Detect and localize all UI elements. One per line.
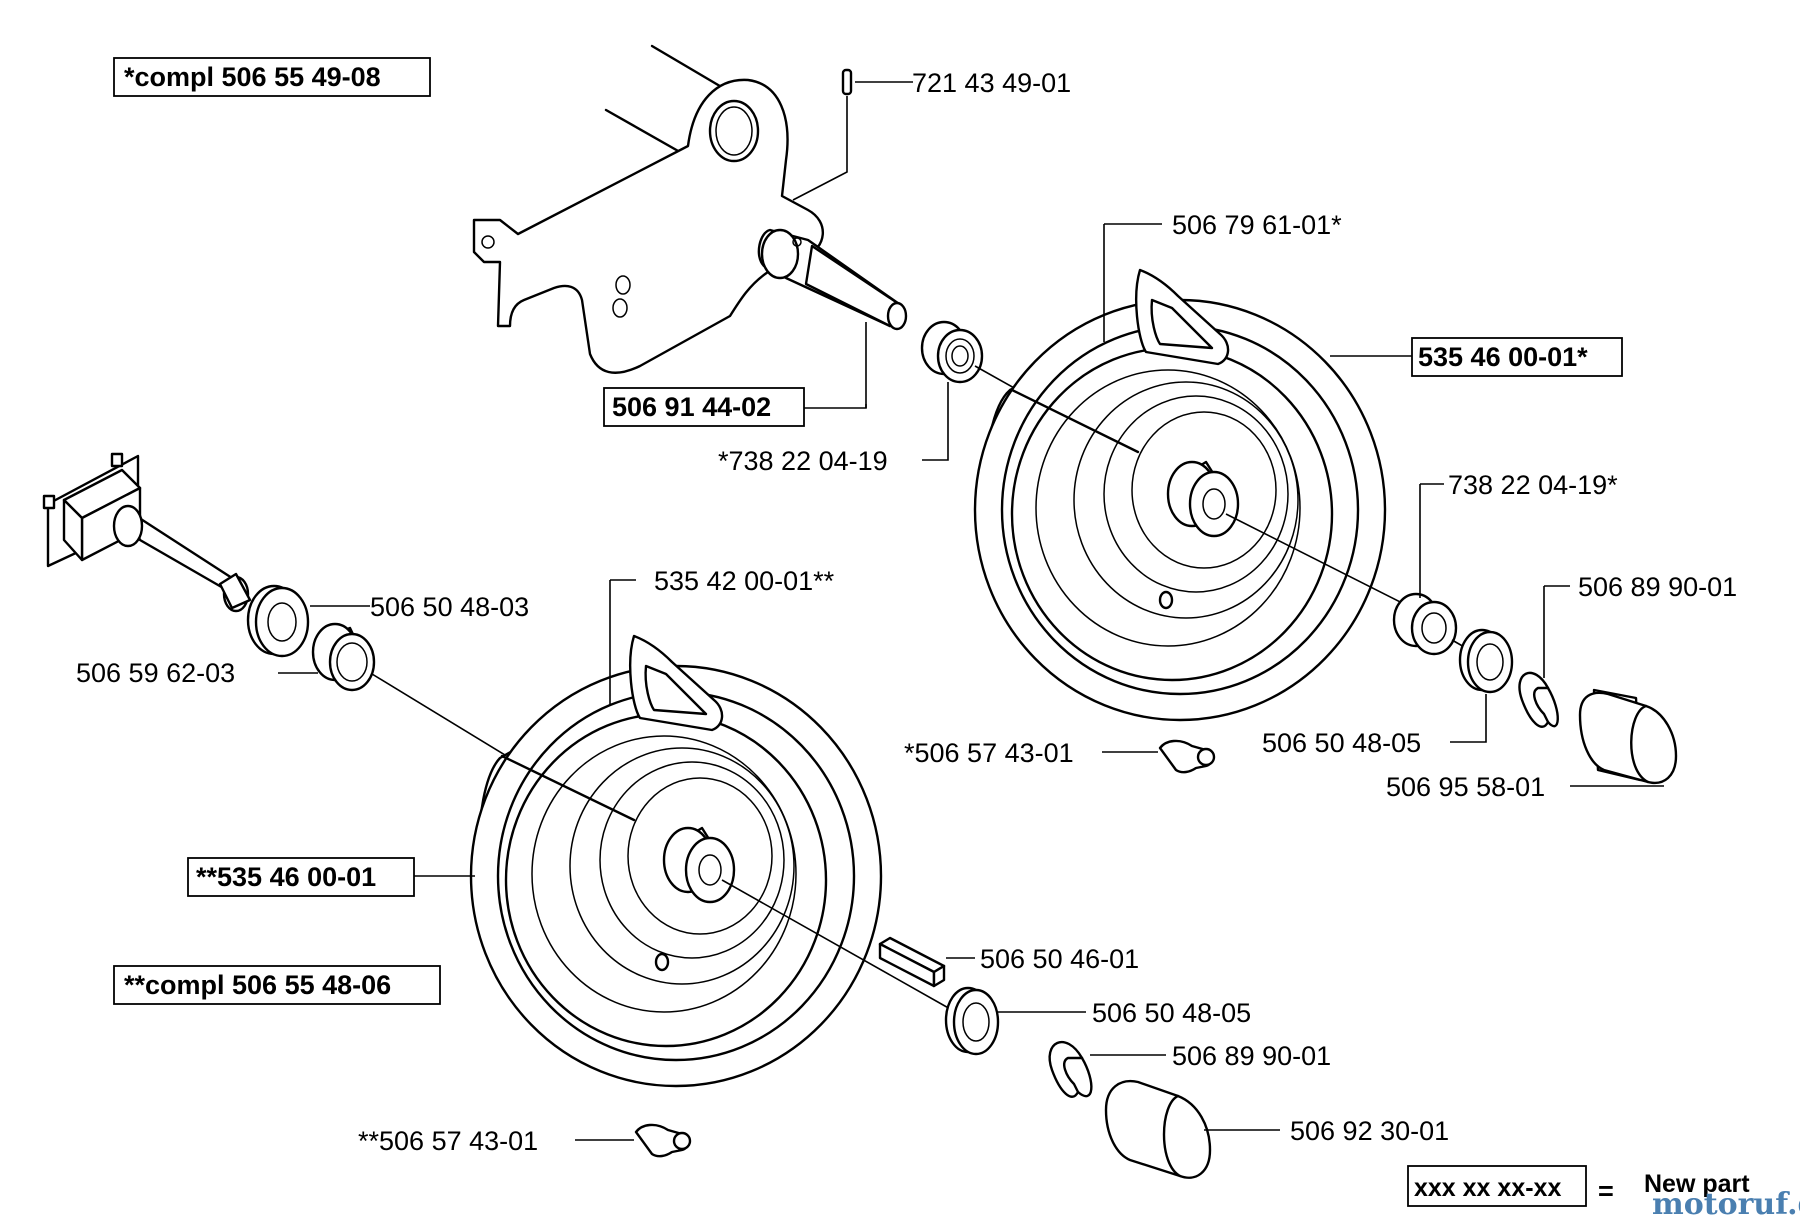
valve-lower-drawing (634, 1123, 692, 1158)
legend-box (1407, 1165, 1587, 1207)
label-valve-upper: *506 57 43-01 (904, 738, 1074, 768)
label-compl-upper: *compl 506 55 49-08 (124, 62, 381, 92)
bearing-upper-outer-drawing (1392, 592, 1458, 656)
label-bearing-upper-outer: 738 22 04-19* (1448, 470, 1618, 500)
axle-lower-drawing (42, 452, 252, 613)
label-ring-lower: 506 89 90-01 (1172, 1041, 1331, 1071)
wheel-upper-drawing (973, 268, 1387, 722)
legend-text: New part (1644, 1170, 1750, 1198)
label-bushing-lower: 506 59 62-03 (76, 658, 235, 688)
wheel-lower-drawing (469, 634, 883, 1088)
label-axle-upper: 506 91 44-02 (612, 392, 771, 422)
legend-sample: xxx xx xx-xx (1414, 1174, 1561, 1202)
bearing-upper-inner-drawing (920, 320, 984, 384)
label-washer-upper-outer: 506 50 48-05 (1262, 728, 1421, 758)
label-washer-lower-inner: 506 50 48-03 (370, 592, 529, 622)
label-washer-lower-outer: 506 50 48-05 (1092, 998, 1251, 1028)
label-ring-upper: 506 89 90-01 (1578, 572, 1737, 602)
pin-drawing (792, 68, 913, 201)
ring-upper-drawing (1518, 671, 1559, 728)
label-tire-lower: 535 42 00-01** (654, 566, 835, 596)
label-valve-lower: **506 57 43-01 (358, 1126, 538, 1156)
label-cap-upper: 506 95 58-01 (1386, 772, 1545, 802)
compl-lower-box (113, 965, 441, 1005)
washer-lower-outer-drawing (944, 986, 1000, 1056)
valve-upper-drawing (1158, 739, 1216, 774)
label-pin: 721 43 49-01 (912, 68, 1071, 98)
key-drawing (878, 936, 946, 988)
label-bearing-upper-inner: *738 22 04-19 (718, 446, 888, 476)
legend-equals: = (1598, 1176, 1614, 1206)
ring-lower-drawing (1048, 1040, 1093, 1098)
label-cap-lower: 506 92 30-01 (1290, 1116, 1449, 1146)
bushing-lower-drawing (311, 622, 376, 692)
wheel-lower-box (187, 857, 415, 897)
cap-upper-drawing (1578, 688, 1678, 785)
label-tire-upper: 506 79 61-01* (1172, 210, 1342, 240)
label-compl-lower: **compl 506 55 48-06 (124, 970, 391, 1000)
label-wheel-lower: **535 46 00-01 (196, 862, 376, 892)
watermark: motoruf.de (1652, 1187, 1800, 1219)
mounting-bracket-drawing (472, 44, 908, 374)
washer-lower-inner-drawing (246, 584, 310, 658)
label-key: 506 50 46-01 (980, 944, 1139, 974)
compl-upper-box (113, 57, 431, 97)
cap-lower-drawing (1104, 1079, 1212, 1179)
wheel-upper-box (1411, 337, 1623, 377)
label-wheel-upper: 535 46 00-01* (1418, 342, 1588, 372)
washer-upper-outer-drawing (1458, 628, 1514, 694)
axle-upper-box (603, 387, 805, 427)
